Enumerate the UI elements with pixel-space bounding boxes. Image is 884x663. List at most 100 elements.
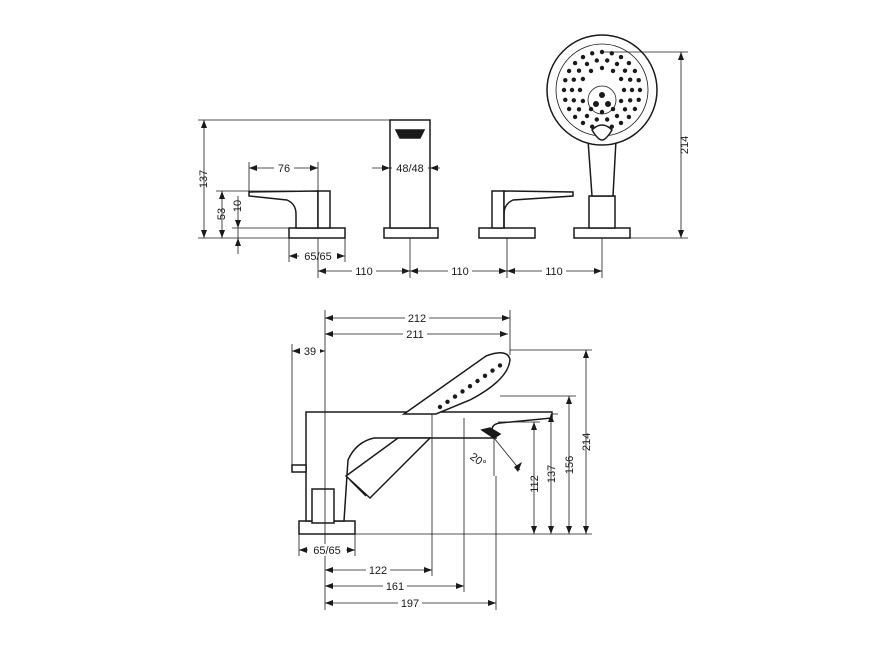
nozzle-dot bbox=[576, 68, 582, 73]
dim-39-label: 39 bbox=[304, 346, 316, 358]
nozzle-dot bbox=[622, 107, 628, 112]
dim-122-label: 122 bbox=[369, 565, 387, 577]
dim-110-c-label: 110 bbox=[545, 266, 563, 278]
nozzle-dot bbox=[563, 78, 568, 83]
nozzle-dot bbox=[636, 97, 641, 103]
side-nozzle-dot bbox=[490, 368, 495, 373]
hand-shower bbox=[546, 34, 658, 239]
nozzle-dot bbox=[563, 97, 568, 103]
nozzle-dot bbox=[622, 68, 628, 73]
angle-label: 20° bbox=[467, 451, 488, 470]
dim-137-side-label: 137 bbox=[546, 465, 558, 483]
dim-10-label: 10 bbox=[232, 200, 244, 212]
dim-65-65-side: 65/65 bbox=[298, 534, 356, 557]
dim-110-b-label: 110 bbox=[451, 266, 469, 278]
dim-137-front: 137 bbox=[198, 119, 390, 239]
spout bbox=[383, 119, 439, 239]
nozzle-dot bbox=[577, 87, 583, 93]
dim-48-48: 48/48 bbox=[372, 162, 440, 175]
nozzle-dot bbox=[621, 87, 627, 93]
nozzle-dot bbox=[566, 68, 572, 74]
side-nozzle-dot bbox=[445, 399, 450, 404]
nozzle-dot bbox=[618, 76, 624, 82]
nozzle-dot bbox=[584, 61, 590, 67]
nozzle-dot bbox=[605, 58, 610, 63]
nozzle-dot bbox=[572, 114, 578, 120]
nozzle-dot bbox=[584, 113, 590, 119]
nozzle-dot bbox=[614, 61, 620, 67]
dim-bottom: 122 161 197 bbox=[325, 414, 497, 610]
dim-156-label: 156 bbox=[564, 456, 576, 474]
nozzle-dot bbox=[614, 113, 620, 119]
dim-112-label: 112 bbox=[529, 475, 541, 493]
nozzle-dot bbox=[590, 51, 595, 56]
nozzle-dot bbox=[628, 77, 633, 82]
nozzle-dot bbox=[632, 68, 638, 74]
nozzle-dot bbox=[618, 120, 624, 126]
left-lever bbox=[248, 190, 346, 239]
dim-heights-side: 112 137 156 214 bbox=[355, 349, 593, 535]
dim-161-label: 161 bbox=[386, 581, 404, 593]
dim-197-label: 197 bbox=[401, 598, 419, 610]
nozzle-dot bbox=[569, 87, 575, 93]
dim-76-label: 76 bbox=[278, 163, 290, 175]
nozzle-dot bbox=[618, 54, 624, 60]
nozzle-dot bbox=[599, 49, 605, 55]
dim-211: 211 bbox=[325, 328, 508, 341]
nozzle-dot bbox=[571, 98, 576, 103]
angle-marker: 20° bbox=[467, 437, 522, 476]
dim-212: 212 bbox=[324, 310, 511, 610]
nozzle-dot bbox=[588, 68, 594, 74]
nozzle-dot bbox=[610, 106, 616, 112]
dim-65-65-front: 65/65 bbox=[288, 238, 346, 263]
nozzle-ring bbox=[561, 49, 643, 131]
nozzle-dot bbox=[599, 65, 605, 71]
nozzle-dot bbox=[561, 87, 567, 93]
dim-214-front: 214 bbox=[604, 51, 691, 239]
nozzle-dot bbox=[588, 106, 594, 112]
dim-39: 39 bbox=[291, 344, 325, 466]
dim-212-label: 212 bbox=[408, 313, 426, 325]
nozzle-dot bbox=[576, 107, 582, 112]
nozzle-dot bbox=[566, 106, 572, 112]
nozzle-dot bbox=[580, 98, 586, 104]
dim-214-front-label: 214 bbox=[679, 136, 691, 154]
side-body bbox=[291, 411, 553, 535]
dim-10: 10 bbox=[232, 196, 290, 254]
nozzle-dot bbox=[580, 120, 586, 126]
side-nozzle-dot bbox=[467, 384, 473, 389]
nozzle-dot bbox=[605, 117, 610, 122]
side-nozzle-row bbox=[437, 363, 503, 410]
nozzle-dot bbox=[594, 117, 599, 122]
dim-110-a-label: 110 bbox=[355, 266, 373, 278]
nozzle-dot bbox=[626, 60, 632, 66]
side-nozzle-dot bbox=[475, 378, 480, 384]
right-lever bbox=[478, 190, 574, 239]
nozzle-dot bbox=[618, 98, 624, 104]
dim-65-65-side-label: 65/65 bbox=[313, 545, 341, 557]
dim-211-label: 211 bbox=[406, 329, 424, 341]
side-view: 20° 212 211 39 bbox=[291, 310, 593, 610]
side-nozzle-dot bbox=[460, 389, 465, 394]
nozzle-dot bbox=[580, 54, 586, 60]
nozzle-dot bbox=[626, 114, 632, 120]
nozzle-dot bbox=[594, 58, 599, 63]
dim-137-label: 137 bbox=[198, 170, 210, 188]
side-nozzle-dot bbox=[482, 373, 488, 378]
nozzle-dot bbox=[572, 60, 578, 66]
dim-spacing: 110 110 110 bbox=[317, 238, 603, 278]
front-view: 137 53 10 76 bbox=[198, 34, 691, 278]
nozzle-dot bbox=[628, 98, 633, 103]
nozzle-dot bbox=[580, 76, 586, 82]
dim-48-48-label: 48/48 bbox=[396, 163, 424, 175]
nozzle-dot bbox=[610, 68, 616, 74]
nozzle-dot bbox=[636, 78, 641, 83]
side-nozzle-dot bbox=[437, 404, 443, 410]
dim-76: 76 bbox=[248, 162, 319, 192]
nozzle-dot bbox=[599, 109, 605, 115]
nozzle-dot bbox=[632, 106, 638, 112]
nozzle-dot bbox=[629, 87, 635, 93]
side-nozzle-dot bbox=[497, 363, 503, 368]
nozzle-dot bbox=[637, 87, 643, 93]
